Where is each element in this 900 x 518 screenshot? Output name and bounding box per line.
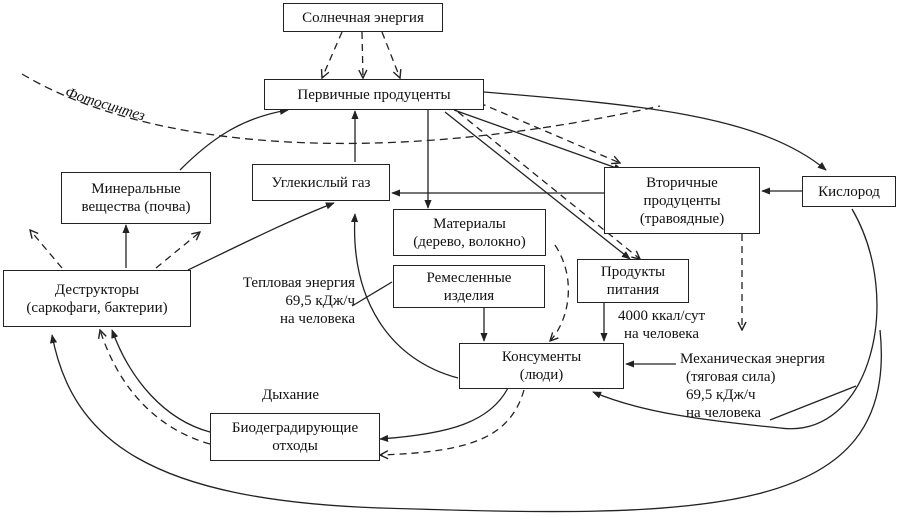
edge-oxygen-to-consumers [592, 208, 878, 430]
label-respiration: Дыхание [262, 386, 319, 404]
label-heat-energy: Тепловая энергия 69,5 кДж/ч на человека [205, 274, 355, 328]
node-consumers-line-1: Консументы [501, 349, 582, 365]
label-mechanical-energy: Механическая энергия (тяговая сила) 69,5… [680, 350, 825, 422]
node-food-products: Продукты питания [577, 259, 689, 303]
node-solar-energy: Солнечная энергия [283, 3, 443, 32]
edge-solar-to-producers-2 [362, 31, 363, 78]
edge-consumers-to-waste-solid [379, 387, 509, 443]
label-mechanical-energy-line-2: (тяговая сила) [686, 369, 776, 385]
node-food-products-line-1: Продукты [600, 264, 666, 280]
edge-producers-to-oxygen [483, 91, 827, 171]
node-consumers-line-2: (люди) [519, 367, 564, 383]
node-biodegradable-waste: Биодеградирующие отходы [210, 413, 380, 461]
label-food-energy-line-2: на человека [624, 326, 700, 342]
edge-consumers-to-co2 [350, 213, 459, 379]
mechanical-energy-pointer [769, 385, 857, 421]
edge-destructors-to-co2 [187, 202, 335, 271]
label-food-energy-line-1: 4000 ккал/сут [618, 308, 706, 324]
node-primary-producers: Первичные продуценты [264, 79, 484, 110]
label-heat-energy-line-3: на человека [280, 311, 355, 327]
node-destructors: Деструкторы (саркофаги, бактерии) [3, 270, 191, 327]
heat-energy-pointer [351, 281, 393, 307]
node-biodegradable-waste-line-1: Биодеградирующие [231, 420, 359, 436]
node-mineral-substances-line-2: вещества (почва) [81, 199, 191, 215]
node-mineral-substances: Минеральные вещества (почва) [61, 172, 211, 224]
node-secondary-producers-line-1: Вторичные [646, 174, 718, 191]
node-destructors-line-1: Деструкторы [54, 281, 140, 298]
edge-producers-to-food-solid [444, 111, 631, 260]
label-food-energy: 4000 ккал/сут на человека [618, 307, 705, 343]
label-mechanical-energy-line-3: 69,5 кДж/ч [686, 387, 756, 403]
node-carbon-dioxide-line-1: Углекислый газ [271, 174, 371, 191]
edge-consumers-to-waste-dashed [380, 389, 525, 455]
node-secondary-producers: Вторичные продуценты (травоядные) [604, 167, 760, 234]
label-heat-energy-line-2: 69,5 кДж/ч [285, 293, 355, 309]
node-biodegradable-waste-line-2: отходы [272, 438, 318, 454]
edge-destructors-dashed-left [30, 230, 63, 269]
node-mineral-substances-line-1: Минеральные [91, 181, 181, 197]
node-crafts: Ремесленные изделия [393, 265, 545, 308]
label-heat-energy-line-1: Тепловая энергия [242, 275, 355, 291]
edge-minerals-to-producers [179, 107, 289, 171]
node-carbon-dioxide: Углекислый газ [252, 164, 390, 201]
node-oxygen-line-1: Кислород [818, 183, 880, 200]
node-destructors-line-2: (саркофаги, бактерии) [26, 299, 168, 316]
node-secondary-producers-line-2: продуценты [643, 192, 721, 209]
edge-waste-to-destructors-solid [111, 329, 211, 433]
label-mechanical-energy-line-4: на человека [686, 405, 761, 421]
edge-producers-to-food-dashed [457, 111, 640, 259]
node-solar-energy-line-1: Солнечная энергия [302, 9, 424, 26]
label-respiration-text: Дыхание [262, 387, 319, 403]
node-secondary-producers-line-3: (травоядные) [639, 210, 725, 227]
node-crafts-line-1: Ремесленные [426, 269, 512, 286]
label-mechanical-energy-line-1: Механическая энергия [680, 351, 825, 367]
edge-waste-to-destructors-dashed [100, 330, 211, 445]
node-oxygen: Кислород [802, 176, 896, 207]
node-consumers: Консументы (люди) [459, 343, 624, 389]
node-materials-line-1: Материалы [433, 215, 506, 232]
photosynthesis-arc [21, 73, 661, 145]
edge-destructors-dashed-right [155, 232, 200, 269]
edge-oxygen-to-destructors [49, 329, 882, 513]
edge-materials-to-consumers [550, 244, 569, 341]
node-materials: Материалы (дерево, волокно) [393, 209, 546, 256]
node-materials-line-2: (дерево, волокно) [413, 233, 526, 250]
edge-solar-to-producers-3 [381, 31, 400, 78]
edge-producers-to-secondary-solid [453, 109, 623, 171]
node-crafts-line-2: изделия [443, 287, 495, 304]
node-primary-producers-line-1: Первичные продуценты [297, 86, 451, 103]
edge-producers-to-secondary-dashed [467, 97, 620, 163]
edge-solar-to-producers-1 [322, 31, 343, 78]
node-food-products-line-2: питания [606, 282, 660, 298]
